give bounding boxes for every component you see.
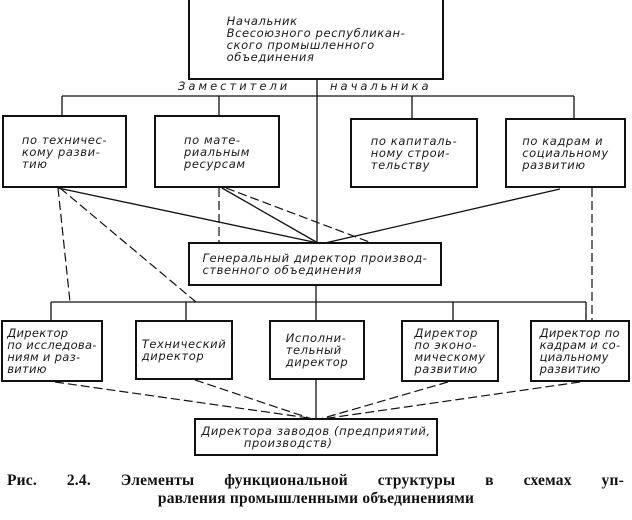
deputy-text: по техничес- кому разви- тию [21,132,108,171]
deputies-label-left: Заместители [178,79,291,93]
general-director-text: Генеральный директор производ- ственного… [202,251,428,277]
director-box-economic: Директор по эконо- мическому развитию [401,320,499,382]
dashed-dir-personnel-plants [321,381,581,420]
deputy-text: по капиталь- ному строи- тельству [370,134,458,172]
caption-line-2: равления промышленными объединениями [157,490,475,507]
dashed-dep-material-to-general [225,187,373,244]
dashed-dep-tech-dir-technical [59,187,197,303]
caption-line-1: Рис. 2.4. Элементы функциональной структ… [7,472,624,489]
plant-directors-box: Директора заводов (предприятий, производ… [194,418,438,456]
director-box-executive: Исполни- тельный директор [269,320,365,380]
deputy-text: по кадрам и социальному развитию [522,134,609,172]
connector-dep-material-general-director [221,187,319,244]
dashed-dep-tech-dir-research [57,187,71,303]
director-text: Исполни- тельный директор [285,331,349,369]
director-box-technical: Технический директор [135,320,233,380]
head-box: Начальник Всесоюзного республикан- ского… [188,0,444,80]
deputy-box-personnel-social: по кадрам и социальному развитию [505,118,626,188]
general-director-box: Генеральный директор производ- ственного… [188,242,442,286]
director-text: Директор по эконо- мическому развитию [414,326,486,376]
deputy-box-capital-construction: по капиталь- ному строи- тельству [350,118,478,188]
dashed-dir-technical-plants [194,379,313,420]
figure-caption: Рис. 2.4. Элементы функциональной структ… [0,472,632,508]
head-text: Начальник Всесоюзного республикан- ского… [226,14,406,64]
plant-directors-text: Директора заводов (предприятий, производ… [201,424,431,450]
connector-dep-tech-general-director [57,187,319,244]
director-text: Директор по кадрам и со- циальному разви… [539,326,621,376]
deputy-text: по мате- риальным ресурсам [183,132,251,171]
deputy-box-material-resources: по мате- риальным ресурсам [154,115,280,188]
connector-dep-personnel-general-director [324,188,561,244]
dashed-dir-research-plants [54,381,317,420]
director-text: Директор по исследова- ниям и раз- витию [7,326,97,376]
director-box-personnel-social: Директор по кадрам и со- циальному разви… [530,320,630,382]
director-box-research: Директор по исследова- ниям и раз- витию [1,320,103,382]
director-text: Технический директор [141,337,227,363]
deputies-label-right: начальника [330,79,432,93]
dashed-dir-economic-plants [319,381,449,420]
deputy-box-technical-development: по техничес- кому разви- тию [2,115,127,188]
